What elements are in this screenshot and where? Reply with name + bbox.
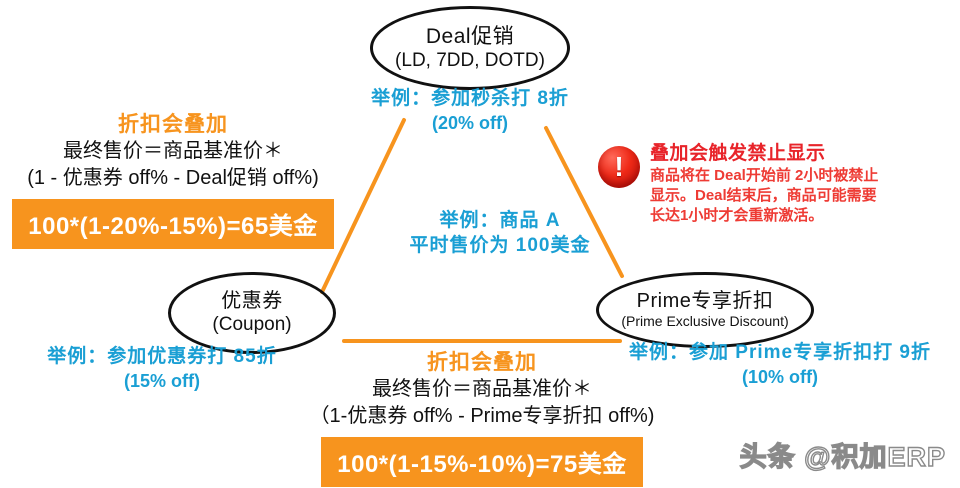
warning-body: 商品将在 Deal开始前 2小时被禁止 显示。Deal结束后，商品可能需要 长达…: [650, 166, 958, 226]
node-deal-cn-label: Deal促销: [425, 24, 515, 48]
caption-coupon-example: 举例：参加优惠券打 85折 (15% off): [12, 344, 312, 394]
warning-block: ! 叠加会触发禁止显示 商品将在 Deal开始前 2小时被禁止 显示。Deal结…: [598, 142, 958, 226]
line-deal-to-prime: [544, 126, 624, 278]
warning-body-line3: 长达1小时才会重新激活。: [650, 207, 824, 224]
caption-center-product-example: 举例：商品 A 平时售价为 100美金: [370, 208, 630, 258]
caption-prime-line1: 举例：参加 Prime专享折扣打 9折: [629, 342, 931, 363]
caption-deal-example: 举例：参加秒杀打 8折 (20% off): [340, 86, 600, 136]
caption-prime-example: 举例：参加 Prime专享折扣打 9折 (10% off): [608, 340, 952, 390]
formula-left-result-chip: 100*(1-20%-15%)=65美金: [12, 199, 334, 249]
node-deal-en-label: (LD, 7DD, DOTD): [395, 49, 545, 71]
formula-bottom-result-chip: 100*(1-15%-10%)=75美金: [321, 437, 643, 487]
warning-body-line2: 显示。Deal结束后，商品可能需要: [650, 187, 877, 204]
line-deal-to-coupon: [320, 118, 406, 294]
node-prime-cn-label: Prime专享折扣: [636, 290, 774, 312]
caption-center-line2: 平时售价为 100美金: [409, 235, 591, 256]
formula-coupon-plus-deal: 折扣会叠加 最终售价＝商品基准价＊ (1 - 优惠券 off% - Deal促销…: [0, 112, 346, 249]
caption-deal-line1: 举例：参加秒杀打 8折: [371, 88, 569, 109]
formula-left-line2: (1 - 优惠券 off% - Deal促销 off%): [27, 167, 319, 189]
formula-coupon-plus-prime: 折扣会叠加 最终售价＝商品基准价＊ （1-优惠券 off% - Prime专享折…: [272, 350, 692, 487]
formula-bottom-line1: 最终售价＝商品基准价＊: [372, 378, 592, 400]
formula-bottom-line2: （1-优惠券 off% - Prime专享折扣 off%): [309, 405, 655, 427]
watermark: 头条 @积加ERP: [739, 441, 946, 472]
caption-deal-line2: (20% off): [432, 113, 508, 133]
caption-coupon-line2: (15% off): [124, 371, 200, 391]
node-prime-exclusive-discount: Prime专享折扣 (Prime Exclusive Discount): [596, 272, 814, 348]
node-prime-en-label: (Prime Exclusive Discount): [621, 313, 789, 329]
caption-prime-line2: (10% off): [742, 367, 818, 387]
caption-coupon-line1: 举例：参加优惠券打 85折: [47, 346, 277, 367]
node-coupon-cn-label: 优惠券: [221, 290, 283, 312]
node-deal-promotion: Deal促销 (LD, 7DD, DOTD): [370, 6, 570, 90]
warning-title: 叠加会触发禁止显示: [650, 143, 826, 164]
exclamation-glyph: !: [614, 151, 624, 182]
node-coupon-en-label: (Coupon): [212, 314, 292, 335]
node-coupon: 优惠券 (Coupon): [168, 272, 336, 354]
warning-text-group: 叠加会触发禁止显示 商品将在 Deal开始前 2小时被禁止 显示。Deal结束后…: [650, 142, 958, 226]
exclamation-circle-icon: !: [598, 146, 640, 188]
caption-center-line1: 举例：商品 A: [439, 210, 561, 231]
formula-left-title: 折扣会叠加: [118, 113, 228, 136]
formula-left-line1: 最终售价＝商品基准价＊: [63, 140, 283, 162]
warning-body-line1: 商品将在 Deal开始前 2小时被禁止: [650, 167, 879, 184]
formula-bottom-title: 折扣会叠加: [427, 351, 537, 374]
